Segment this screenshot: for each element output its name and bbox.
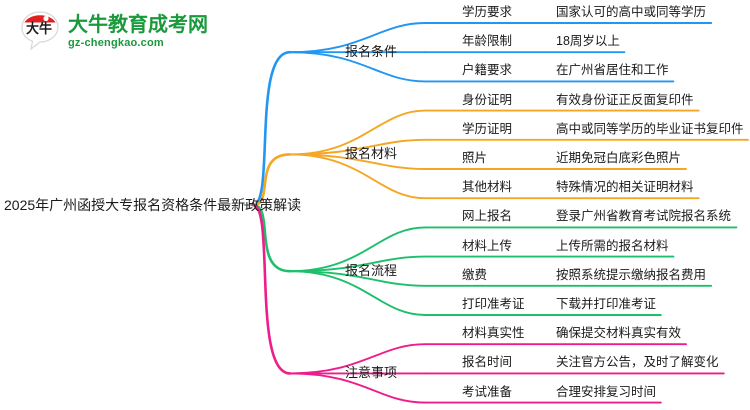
speech-bubble-logo-icon: 大牛	[18, 10, 62, 54]
mindmap-leaf-key: 缴费	[462, 267, 488, 282]
mindmap-leaf-key: 身份证明	[462, 92, 513, 107]
mindmap-leaf-value: 18周岁以上	[556, 34, 620, 49]
mindmap-leaf-key: 材料真实性	[462, 326, 525, 341]
mindmap-leaf-key: 材料上传	[462, 238, 513, 253]
logo-title: 大牛教育成考网	[68, 14, 208, 36]
mindmap-leaf-key: 考试准备	[462, 384, 513, 399]
mindmap-leaf-value: 在广州省居住和工作	[556, 63, 669, 78]
mindmap-leaf-key: 报名时间	[462, 355, 513, 370]
logo-domain: gz-chengkao.com	[68, 37, 164, 49]
mindmap-leaf-value: 登录广州省教育考试院报名系统	[556, 209, 732, 224]
mindmap-leaf-key: 学历证明	[462, 121, 513, 136]
mindmap-leaf-value: 特殊情况的相关证明材料	[556, 180, 694, 195]
mindmap-leaf-value: 下载并打印准考证	[556, 297, 657, 311]
svg-text:大牛: 大牛	[26, 21, 52, 36]
mindmap-leaf-value: 有效身份证正反面复印件	[556, 92, 694, 107]
mindmap-branch-label[interactable]: 报名流程	[345, 263, 398, 279]
mindmap-leaf-value: 国家认可的高中或同等学历	[556, 5, 707, 19]
mindmap-leaf-key: 照片	[462, 151, 488, 165]
mindmap-leaf-value: 按照系统提示缴纳报名费用	[556, 267, 707, 282]
mindmap-branch-label[interactable]: 报名材料	[345, 146, 398, 162]
mindmap-leaf-key: 学历要求	[462, 5, 513, 19]
mindmap-leaf-value: 关注官方公告，及时了解变化	[556, 355, 719, 370]
mindmap-leaf-value: 确保提交材料真实有效	[556, 326, 682, 341]
site-logo: 大牛 大牛教育成考网 gz-chengkao.com	[18, 8, 248, 56]
mindmap-leaf-key: 年龄限制	[462, 34, 513, 49]
mindmap-leaf-value: 上传所需的报名材料	[556, 238, 669, 253]
mindmap-leaf-key: 其他材料	[462, 180, 513, 195]
mindmap-leaf-key: 户籍要求	[462, 63, 513, 78]
mindmap-leaf-key: 打印准考证	[462, 297, 525, 311]
mindmap-leaf-value: 高中或同等学历的毕业证书复印件	[556, 121, 744, 136]
mindmap-leaf-value: 近期免冠白底彩色照片	[556, 151, 682, 165]
mindmap-root-title: 2025年广州函授大专报名资格条件最新政策解读	[4, 197, 302, 213]
mindmap-branch-label[interactable]: 报名条件	[345, 44, 398, 60]
mindmap-leaf-key: 网上报名	[462, 209, 513, 224]
mindmap-branch-label[interactable]: 注意事项	[345, 365, 398, 381]
mindmap-leaf-value: 合理安排复习时间	[556, 384, 657, 399]
